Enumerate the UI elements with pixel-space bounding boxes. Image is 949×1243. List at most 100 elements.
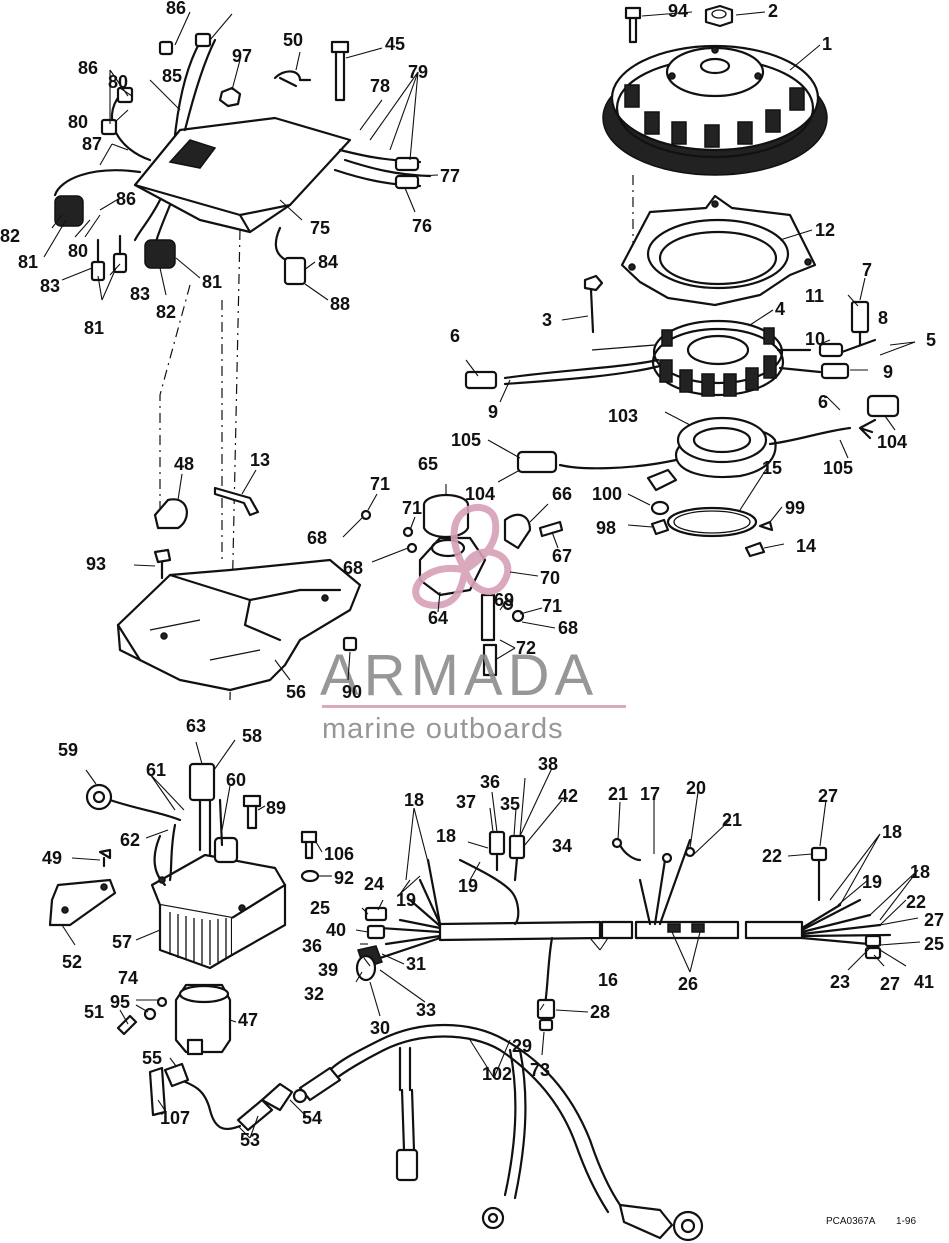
callout-71c: 71 xyxy=(542,596,562,616)
callout-35: 35 xyxy=(500,794,520,814)
mounting-bolt xyxy=(330,40,350,102)
callout-32: 32 xyxy=(304,984,324,1004)
callout-81a: 81 xyxy=(18,252,38,272)
callout-6b: 6 xyxy=(450,326,460,346)
callout-66: 66 xyxy=(552,484,572,504)
callout-100: 100 xyxy=(592,484,622,504)
callout-59: 59 xyxy=(58,740,78,760)
spark-plug-lead xyxy=(148,1062,294,1132)
callout-20: 20 xyxy=(686,778,706,798)
ignition-coil xyxy=(174,983,232,1056)
rectifier-regulator xyxy=(85,762,287,970)
callout-2: 2 xyxy=(768,1,778,21)
callout-86b: 86 xyxy=(78,58,98,78)
power-pack xyxy=(133,116,432,286)
screw-49 xyxy=(98,848,112,868)
callout-22b: 22 xyxy=(906,892,926,912)
watermark-brand: ARMADA xyxy=(320,643,598,708)
callout-18b: 18 xyxy=(436,826,456,846)
callout-30: 30 xyxy=(370,1018,390,1038)
callout-73: 73 xyxy=(530,1060,550,1080)
callout-18c: 18 xyxy=(882,822,902,842)
callout-29: 29 xyxy=(512,1036,532,1056)
small-screw xyxy=(744,520,774,558)
callout-72: 72 xyxy=(516,638,536,658)
callout-68c: 68 xyxy=(558,618,578,638)
stator xyxy=(651,319,785,397)
callout-104a: 104 xyxy=(877,432,907,452)
flywheel xyxy=(602,44,828,176)
callout-78: 78 xyxy=(370,76,390,96)
callout-19c: 19 xyxy=(862,872,882,892)
callout-18a: 18 xyxy=(404,790,424,810)
screw-89 xyxy=(242,794,262,830)
callout-71b: 71 xyxy=(402,498,422,518)
armada-watermark: ARMADA marine outboards xyxy=(320,503,626,745)
callout-37: 37 xyxy=(456,792,476,812)
callout-84: 84 xyxy=(318,252,338,272)
callout-33: 33 xyxy=(416,1000,436,1020)
washer-92 xyxy=(300,869,320,883)
callout-15: 15 xyxy=(762,458,782,478)
callout-47: 47 xyxy=(238,1010,258,1030)
callout-81b: 81 xyxy=(202,272,222,292)
callout-13: 13 xyxy=(250,450,270,470)
mounting-tray xyxy=(116,558,362,692)
flywheel-nut xyxy=(704,4,734,28)
callout-60: 60 xyxy=(226,770,246,790)
callout-16: 16 xyxy=(598,970,618,990)
callout-36b: 36 xyxy=(302,936,322,956)
stator-mounting-ring xyxy=(620,194,817,307)
callout-57: 57 xyxy=(112,932,132,952)
callout-58: 58 xyxy=(242,726,262,746)
callout-17: 17 xyxy=(640,784,660,804)
callout-87: 87 xyxy=(82,134,102,154)
callout-27a: 27 xyxy=(818,786,838,806)
callout-52: 52 xyxy=(62,952,82,972)
bracket-clip xyxy=(273,70,312,88)
callout-28: 28 xyxy=(590,1002,610,1022)
callout-63: 63 xyxy=(186,716,206,736)
callout-labels: 1 2 94 12 3 4 7 11 8 10 5 9 6 6 9 103 10… xyxy=(0,0,944,1150)
callout-27c: 27 xyxy=(880,974,900,994)
callout-85: 85 xyxy=(162,66,182,86)
tray-screw-93 xyxy=(153,548,172,580)
callout-86c: 86 xyxy=(116,189,136,209)
callout-68b: 68 xyxy=(343,558,363,578)
callout-41: 41 xyxy=(914,972,934,992)
callout-80a: 80 xyxy=(108,72,128,92)
callout-27b: 27 xyxy=(924,910,944,930)
callout-34: 34 xyxy=(552,836,572,856)
callout-88: 88 xyxy=(330,294,350,314)
callout-19b: 19 xyxy=(458,876,478,896)
callout-9b: 9 xyxy=(488,402,498,422)
callout-71a: 71 xyxy=(370,474,390,494)
retainer-plate xyxy=(213,486,260,517)
callout-93: 93 xyxy=(86,554,106,574)
callout-98: 98 xyxy=(596,518,616,538)
grommet-97 xyxy=(218,86,242,108)
callout-38: 38 xyxy=(538,754,558,774)
callout-42: 42 xyxy=(558,786,578,806)
callout-82a: 82 xyxy=(0,226,20,246)
callout-49: 49 xyxy=(42,848,62,868)
callout-99: 99 xyxy=(785,498,805,518)
nut-and-screw xyxy=(650,500,670,536)
callout-92: 92 xyxy=(334,868,354,888)
callout-50: 50 xyxy=(283,30,303,50)
callout-25a: 25 xyxy=(310,898,330,918)
callout-68a: 68 xyxy=(307,528,327,548)
callout-1: 1 xyxy=(822,34,832,54)
callout-56: 56 xyxy=(286,682,306,702)
regulator-bracket xyxy=(48,878,117,927)
callout-24: 24 xyxy=(364,874,384,894)
callout-12: 12 xyxy=(815,220,835,240)
callout-76: 76 xyxy=(412,216,432,236)
callout-90: 90 xyxy=(342,682,362,702)
callout-18d: 18 xyxy=(910,862,930,882)
callout-21a: 21 xyxy=(608,784,628,804)
callout-6a: 6 xyxy=(818,392,828,412)
power-pack-wiring xyxy=(53,32,217,282)
callout-39: 39 xyxy=(318,960,338,980)
